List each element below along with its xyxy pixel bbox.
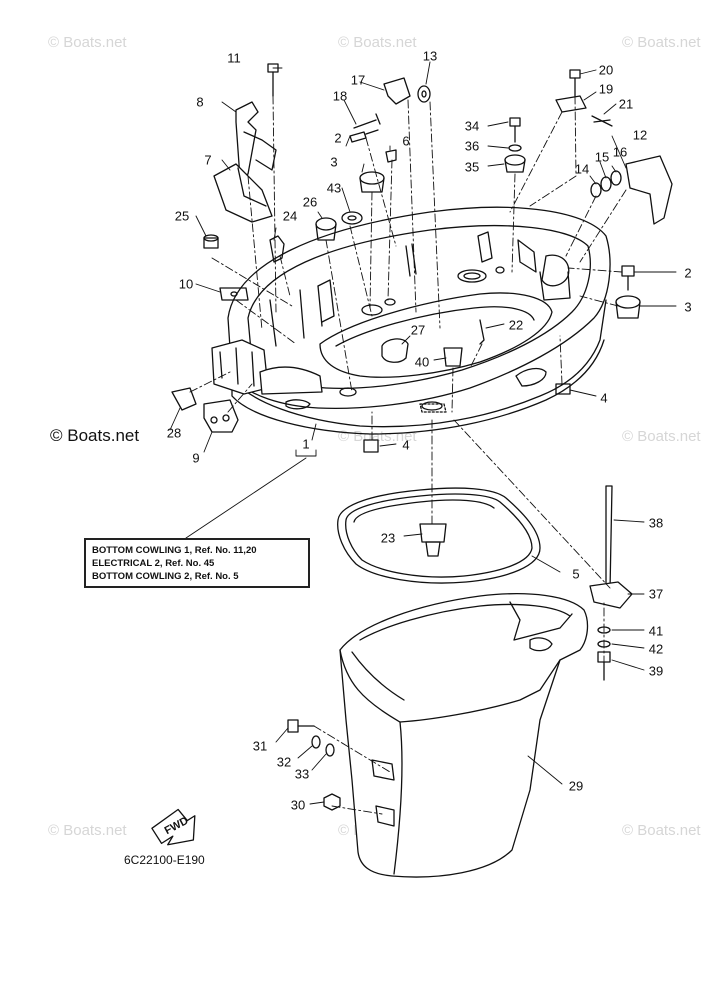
callout-29: 29 [568, 778, 584, 794]
callout-36: 36 [464, 138, 480, 154]
callout-43: 43 [326, 180, 342, 196]
callout-22: 22 [508, 317, 524, 333]
leader-lines [169, 61, 677, 805]
callout-42: 42 [648, 641, 664, 657]
callout-1: 1 [302, 436, 310, 452]
callout-39: 39 [648, 663, 664, 679]
callout-12: 12 [632, 127, 648, 143]
callout-15: 15 [594, 149, 610, 165]
watermark: © Boats.net [338, 34, 417, 51]
watermark: © Boats.net [622, 822, 701, 839]
callout-3: 3 [684, 299, 692, 315]
callout-11: 11 [227, 50, 241, 66]
callout-6: 6 [402, 133, 410, 149]
callout-23: 23 [380, 530, 396, 546]
watermark: © Boats.net [48, 34, 127, 51]
callout-32: 32 [276, 754, 292, 770]
callout-21: 21 [618, 96, 634, 112]
callout-18: 18 [332, 88, 348, 104]
watermark: © Boats.net [622, 34, 701, 51]
callout-16: 16 [612, 144, 628, 160]
callout-20: 20 [598, 62, 614, 78]
seal-gasket [337, 487, 541, 584]
callout-30: 30 [290, 797, 306, 813]
callout-8: 8 [196, 94, 204, 110]
callout-26: 26 [302, 194, 318, 210]
callout-7: 7 [204, 152, 212, 168]
callout-4: 4 [600, 390, 608, 406]
callout-41: 41 [648, 623, 664, 639]
callout-28: 28 [166, 425, 182, 441]
callout-27: 27 [410, 322, 426, 338]
callout-40: 40 [414, 354, 430, 370]
callout-13: 13 [422, 48, 438, 64]
reference-line: ELECTRICAL 2, Ref. No. 45 [92, 558, 215, 569]
reference-line: BOTTOM COWLING 1, Ref. No. 11,20 [92, 545, 257, 556]
callout-4: 4 [402, 437, 410, 453]
callout-38: 38 [648, 515, 664, 531]
callout-33: 33 [294, 766, 310, 782]
small-parts [171, 63, 673, 811]
callout-24: 24 [282, 208, 298, 224]
callout-35: 35 [464, 159, 480, 175]
watermark: © Boats.net [48, 822, 127, 839]
diagram-code: 6C22100-E190 [124, 853, 205, 867]
callout-37: 37 [648, 586, 664, 602]
callout-14: 14 [574, 161, 590, 177]
callout-10: 10 [178, 276, 194, 292]
callout-19: 19 [598, 81, 614, 97]
callout-3: 3 [330, 154, 338, 170]
fwd-arrow [151, 808, 196, 846]
callout-17: 17 [350, 72, 366, 88]
watermark-main: © Boats.net [50, 426, 140, 445]
callout-31: 31 [252, 738, 268, 754]
callout-34: 34 [464, 118, 480, 134]
reference-box: BOTTOM COWLING 1, Ref. No. 11,20 ELECTRI… [84, 538, 310, 588]
callout-9: 9 [192, 450, 200, 466]
watermark: © Boats.net [622, 428, 701, 445]
bottom-cowling-upper [211, 206, 611, 435]
callout-25: 25 [174, 208, 190, 224]
callout-5: 5 [572, 566, 580, 582]
bottom-cowling-lower [339, 593, 589, 878]
callout-2: 2 [334, 130, 342, 146]
alignment-lines [189, 95, 627, 815]
reference-line: BOTTOM COWLING 2, Ref. No. 5 [92, 571, 239, 582]
callout-2: 2 [684, 265, 692, 281]
watermark: © Boats.net [338, 428, 417, 445]
